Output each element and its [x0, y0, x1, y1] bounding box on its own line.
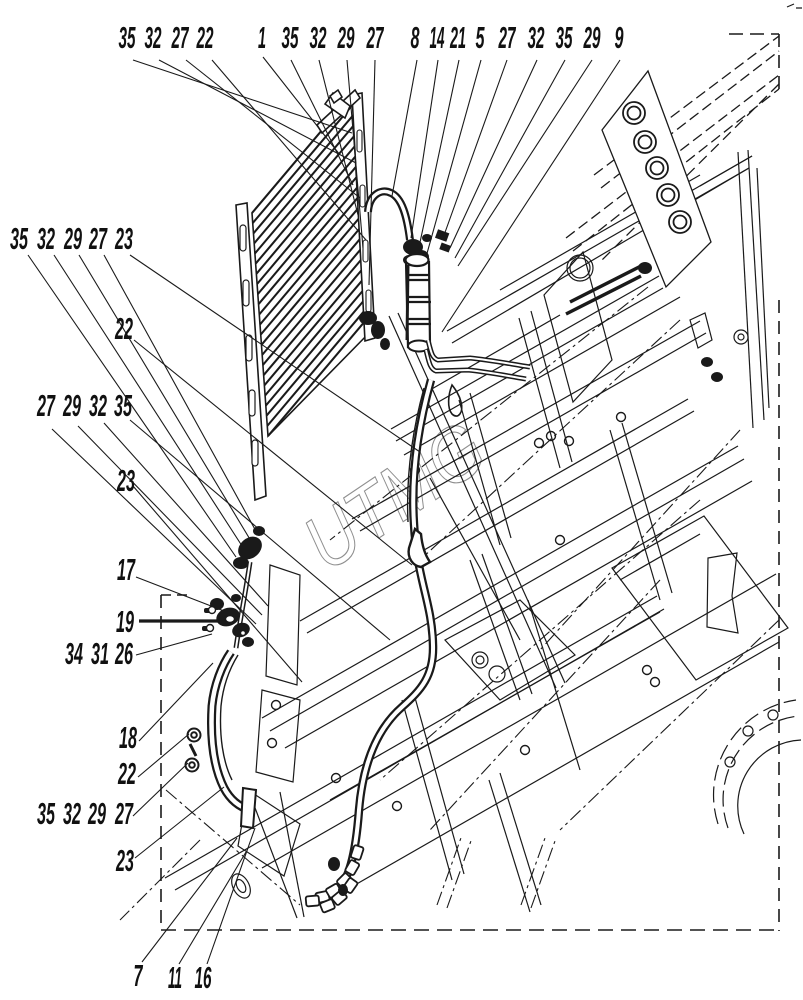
svg-text:32: 32 [145, 20, 162, 55]
svg-text:23: 23 [115, 843, 134, 878]
svg-text:29: 29 [62, 388, 81, 423]
svg-text:29: 29 [63, 221, 82, 256]
svg-text:35: 35 [10, 221, 28, 256]
svg-text:22: 22 [114, 311, 133, 346]
svg-text:22: 22 [117, 756, 136, 791]
svg-text:34: 34 [65, 636, 83, 671]
svg-text:29: 29 [583, 20, 601, 55]
svg-text:29: 29 [337, 20, 355, 55]
svg-text:35: 35 [119, 20, 136, 55]
svg-text:21: 21 [450, 20, 466, 55]
svg-text:32: 32 [37, 221, 55, 256]
svg-text:18: 18 [119, 720, 137, 755]
svg-text:32: 32 [310, 20, 327, 55]
svg-text:19: 19 [116, 604, 134, 639]
svg-text:23: 23 [114, 221, 133, 256]
svg-text:27: 27 [366, 20, 384, 55]
svg-text:1: 1 [258, 20, 266, 55]
svg-text:31: 31 [91, 636, 109, 671]
svg-text:22: 22 [196, 20, 213, 55]
svg-text:27: 27 [171, 20, 189, 55]
svg-text:35: 35 [556, 20, 573, 55]
svg-text:32: 32 [528, 20, 545, 55]
svg-text:11: 11 [168, 960, 182, 995]
svg-text:26: 26 [114, 636, 133, 671]
svg-text:17: 17 [117, 552, 136, 587]
svg-text:35: 35 [114, 388, 132, 423]
svg-text:14: 14 [430, 20, 445, 55]
svg-text:32: 32 [63, 796, 81, 831]
svg-text:8: 8 [411, 20, 420, 55]
svg-text:5: 5 [476, 20, 485, 55]
svg-text:27: 27 [114, 796, 133, 831]
svg-text:35: 35 [37, 796, 55, 831]
svg-text:7: 7 [134, 958, 144, 993]
svg-text:27: 27 [498, 20, 516, 55]
svg-text:29: 29 [87, 796, 106, 831]
svg-text:16: 16 [195, 960, 212, 995]
svg-text:27: 27 [36, 388, 55, 423]
svg-text:32: 32 [89, 388, 107, 423]
svg-text:9: 9 [615, 20, 624, 55]
svg-text:35: 35 [282, 20, 299, 55]
svg-text:23: 23 [116, 463, 135, 498]
svg-text:27: 27 [88, 221, 107, 256]
